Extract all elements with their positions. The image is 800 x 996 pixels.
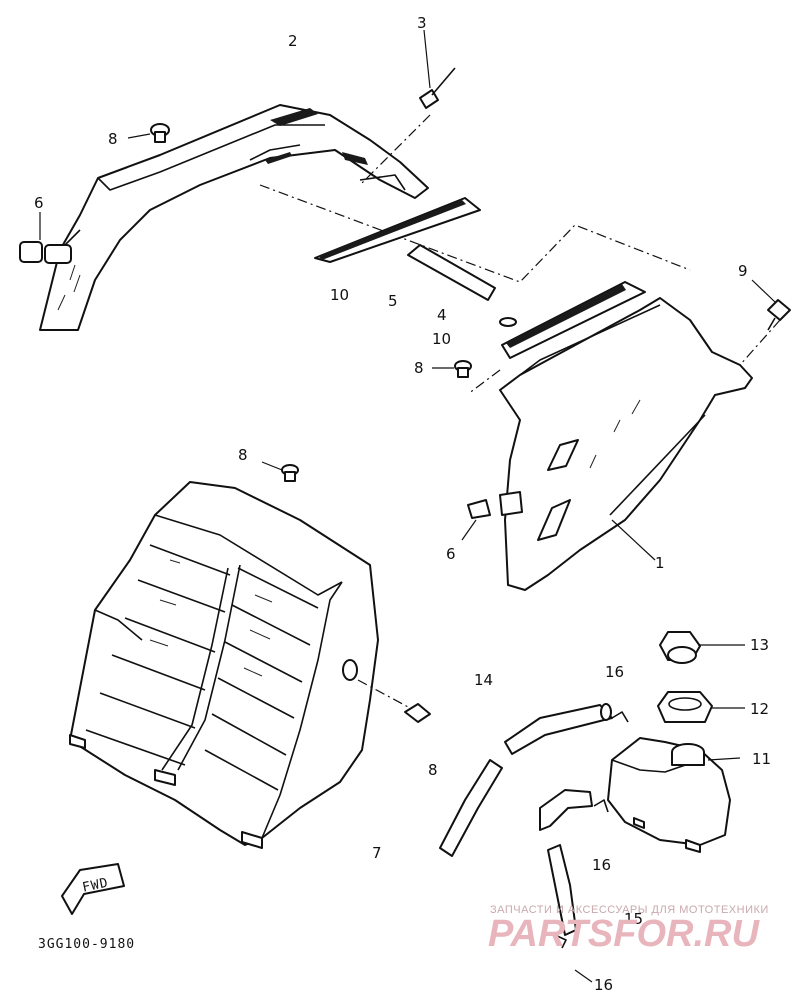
clip-part-16-c [554,934,593,983]
screw-part-8-grille [261,461,299,482]
reservoir-tank-part-11 [607,737,741,853]
grille-bolt [357,679,431,723]
clip-part-16-b [593,799,609,813]
callout-8-grille: 8 [238,446,248,464]
callout-8-top: 8 [108,130,118,148]
callout-16-bottom: 16 [594,976,613,994]
fwd-arrow-icon: FWD [61,863,125,915]
clip-part-4 [499,317,517,327]
callout-10-upper: 10 [330,286,349,304]
hose-part-8 [439,759,503,857]
callout-1: 1 [655,554,665,572]
assembly-line-1 [259,184,691,283]
screw-part-8-mid [432,360,472,378]
clip-part-16-a [611,711,629,723]
callout-7: 7 [372,844,382,862]
callout-13: 13 [750,636,769,654]
shroud-part-1 [467,297,753,591]
watermark-tagline: ЗАПЧАСТИ И АКСЕССУАРЫ ДЛЯ МОТОТЕХНИКИ [490,904,769,916]
callout-8-mid: 8 [414,359,424,377]
callout-16-mid: 16 [592,856,611,874]
callout-4: 4 [437,306,447,324]
cap-part-13 [659,631,745,664]
bolt-part-9 [751,279,791,331]
plate-part-5 [407,244,496,301]
assembly-line-2 [359,114,431,186]
assembly-line-4 [467,369,501,395]
leader-part-6-right [461,519,477,541]
callout-6-right: 6 [446,545,456,563]
hose-part-14 [504,703,613,755]
strip-part-10-upper [314,197,481,263]
watermark-logo: PARTSFOR.RU [488,913,760,955]
callout-5: 5 [388,292,398,310]
fwd-label: FWD [81,876,110,896]
cap-seal-part-12 [657,691,745,723]
callout-3: 3 [417,14,427,32]
callout-15: 15 [624,910,643,928]
callout-11: 11 [752,750,771,768]
callout-10-lower: 10 [432,330,451,348]
callout-9: 9 [738,262,748,280]
watermark: ЗАПЧАСТИ И АКСЕССУАРЫ ДЛЯ МОТОТЕХНИКИ PA… [488,904,769,955]
callout-6-left: 6 [34,194,44,212]
callout-8-hose: 8 [428,761,438,779]
callout-16-top: 16 [605,663,624,681]
hose-part-15 [539,789,593,936]
strip-part-10-lower [501,281,646,359]
callout-14: 14 [474,671,493,689]
callout-2: 2 [288,32,298,50]
diagram-code: 3GG100-9180 [38,937,135,952]
radiator-grille-part-7 [69,481,379,849]
screw-part-8-top [127,123,170,143]
assembly-line-3 [739,319,781,366]
bolt-part-3 [419,29,456,109]
upper-bracket-part-2 [19,104,429,331]
callout-12: 12 [750,700,769,718]
